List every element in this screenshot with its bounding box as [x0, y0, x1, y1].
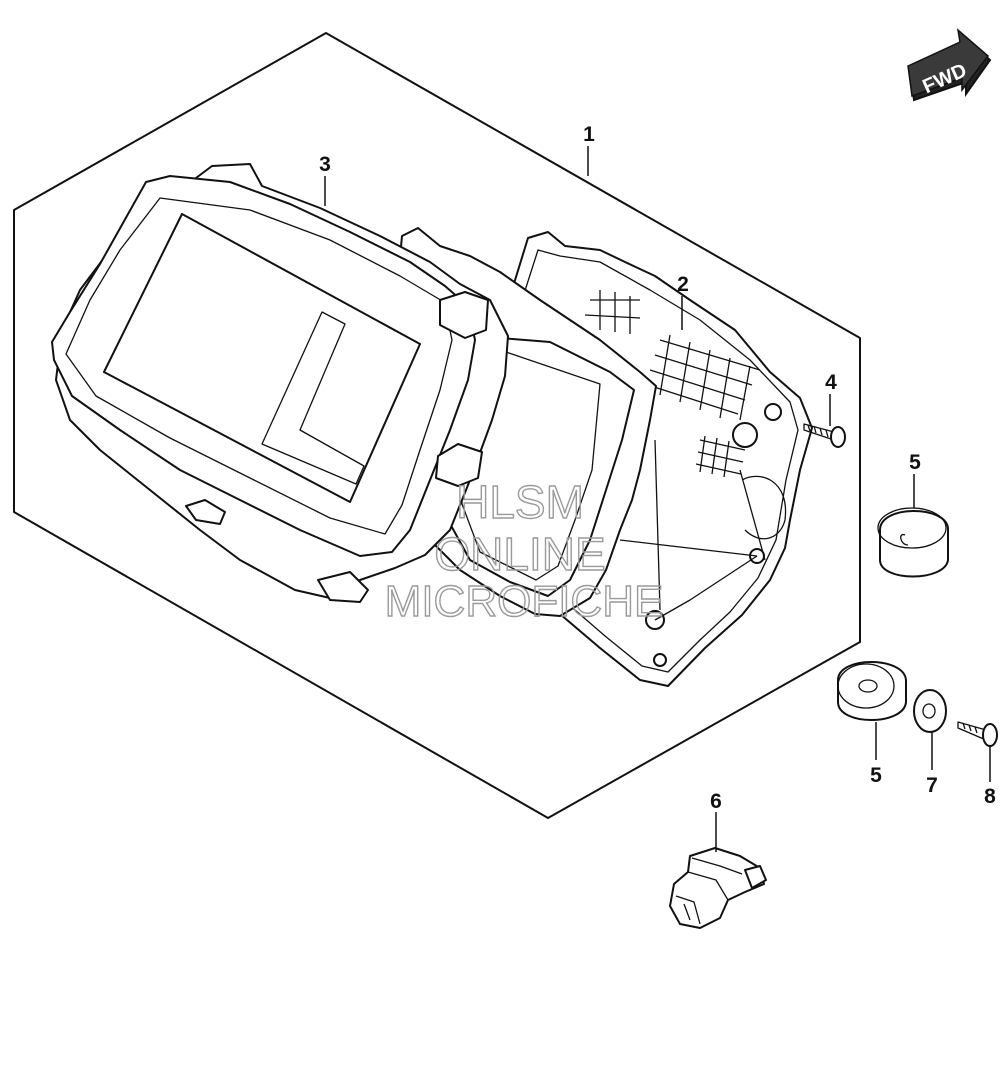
lcd-inner-display: [261, 311, 365, 485]
screw-boss: [764, 403, 782, 421]
callout-5-upper: 5: [909, 451, 921, 474]
fwd-arrow-icon: FWD: [907, 28, 992, 102]
grommet-5-upper-part: [877, 507, 949, 578]
leader-lines: [324, 146, 991, 852]
callout-1: 1: [583, 123, 595, 146]
callout-2: 2: [677, 273, 689, 296]
front-cover-part: [51, 163, 509, 603]
watermark: HLSM ONLINE MICROFICHE: [384, 475, 664, 626]
callout-3: 3: [319, 153, 331, 176]
lcd-window: [103, 213, 421, 503]
screw-8-part: [957, 721, 998, 747]
vent-grid-side: [695, 435, 746, 478]
callout-7: 7: [926, 774, 938, 797]
washer-7-part: [913, 689, 947, 733]
screw-4-part: [803, 423, 846, 448]
callouts: 1 2 3 4 5 5 6 7 8: [319, 123, 996, 813]
connector-6-part: [669, 847, 767, 929]
callout-6: 6: [710, 790, 722, 813]
watermark-line-2: ONLINE: [434, 528, 605, 580]
callout-5-lower: 5: [870, 764, 882, 787]
screw-boss: [732, 422, 758, 448]
callout-8: 8: [984, 785, 996, 808]
screw-boss: [653, 653, 667, 667]
watermark-line-1: HLSM: [456, 476, 584, 528]
callout-4: 4: [825, 371, 837, 394]
assembly-outline: [13, 32, 861, 819]
grommet-5-lower-part: [837, 661, 907, 721]
watermark-line-3: MICROFICHE: [385, 577, 664, 626]
vent-grid-top: [584, 290, 761, 421]
